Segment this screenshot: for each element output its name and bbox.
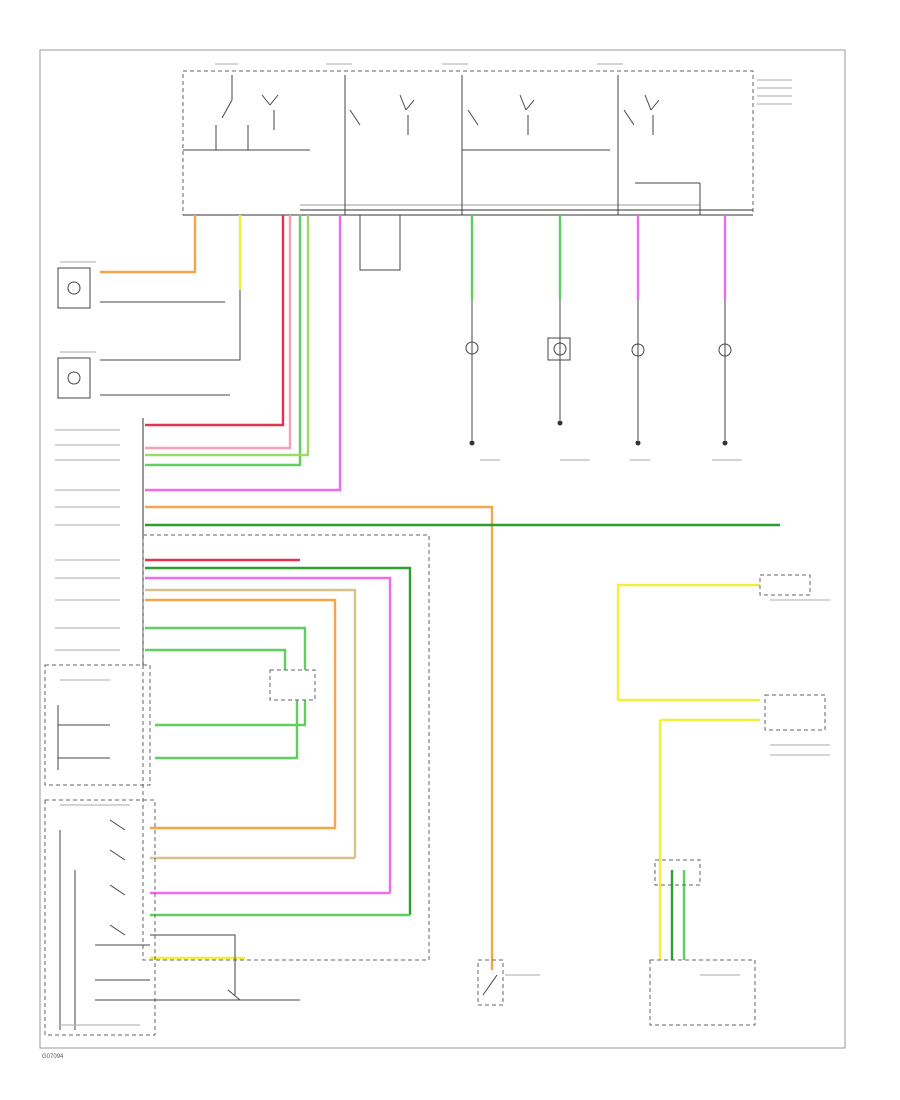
ground-symbols — [469, 420, 728, 446]
relay-2 — [344, 75, 415, 215]
relay-1 — [215, 75, 279, 150]
bcm-connector-block — [142, 418, 430, 961]
body-control-module-box — [182, 70, 754, 216]
right-headlamp-box — [57, 267, 91, 309]
instrument-panel-lighting-switch — [44, 799, 156, 1036]
lamp-right-turn — [547, 337, 571, 361]
lamp-right-front — [718, 343, 732, 357]
right-module-box — [764, 694, 826, 731]
right-junction-block — [654, 859, 701, 886]
relay-4 — [617, 75, 660, 215]
junction-block — [269, 669, 316, 701]
lamp-left-turn — [465, 341, 479, 355]
illegible-label-marks — [55, 63, 830, 1026]
wire-orange-headlamp — [100, 215, 197, 274]
diagram-code: G07094 — [42, 1054, 64, 1060]
turn-signal-switch — [477, 959, 504, 1006]
left-headlamp-box — [57, 357, 91, 399]
right-connector-top — [759, 574, 811, 596]
bottom-right-module — [649, 959, 756, 1026]
lamp-left-front — [631, 343, 645, 357]
wire-red-group — [145, 215, 342, 492]
diagram-frame — [39, 49, 846, 1049]
relay-3 — [461, 75, 535, 215]
headlamp-switch-box — [44, 664, 151, 786]
